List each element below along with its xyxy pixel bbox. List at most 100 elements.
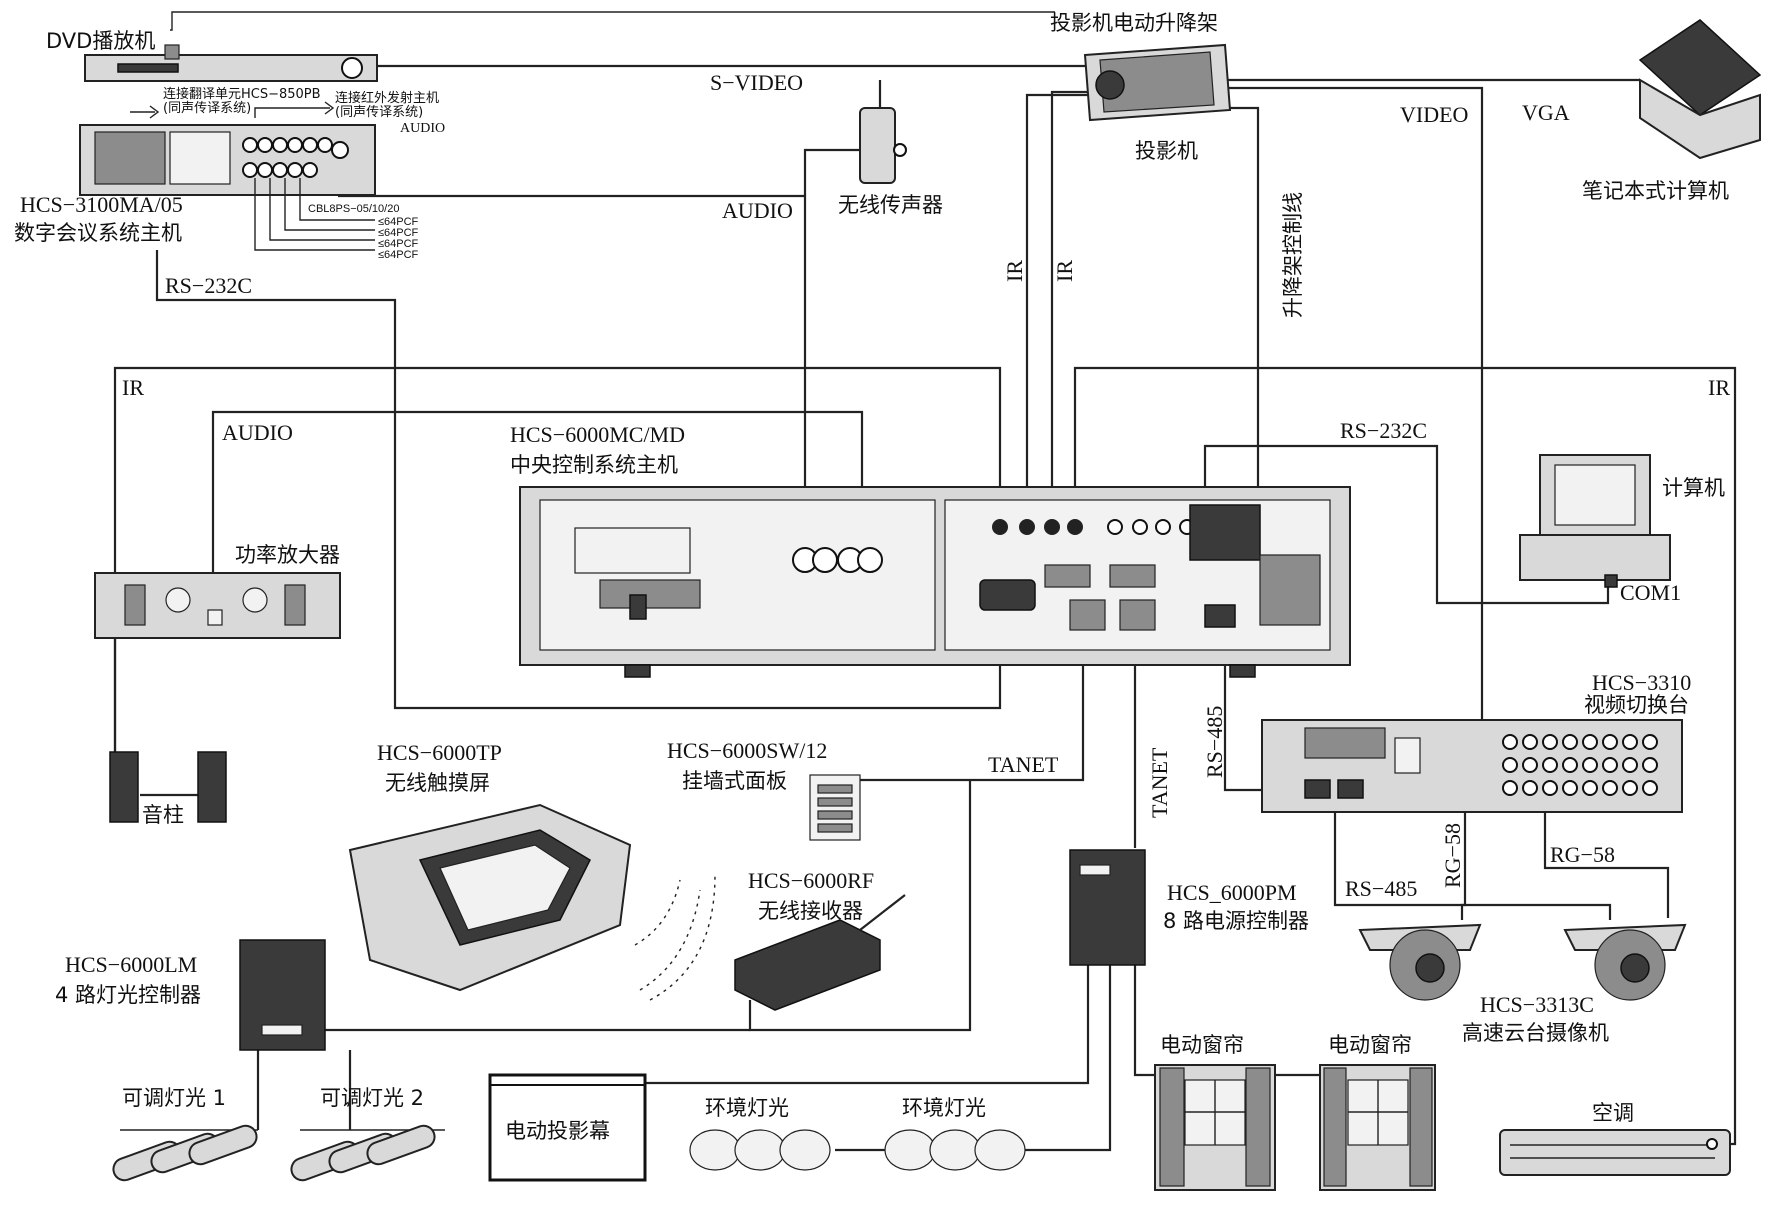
pcf-label-1: ≤64PCF [378,216,419,228]
ir-proj-label-2: IR [1052,260,1077,282]
camera-name-label: 高速云台摄像机 [1462,1021,1609,1045]
conn-translation-sub-label: (同声传译系统) [163,101,251,116]
conference-host-jacks [242,137,349,178]
dimmable-lights-1 [112,1124,258,1182]
tanet-sw-label: TANET [988,752,1059,777]
ccs-model-label: HCS−6000MC/MD [510,422,685,447]
air-conditioner [1499,1129,1731,1176]
com1-label: COM1 [1620,580,1681,605]
lift-ctrl-wire [1228,106,1260,520]
light2-label: 可调灯光 2 [320,1086,424,1110]
projector-label: 投影机 [1135,139,1198,163]
curtain-1 [1154,1064,1276,1191]
computer-rs232-label: RS−232C [1340,418,1427,443]
switcher-bnc-jacks [1502,734,1658,796]
env-light-label-2: 环境灯光 [902,1096,986,1120]
conf-rs232-wire [155,250,1002,710]
amp-label: 功率放大器 [235,543,340,567]
mic-audio-wire [338,194,807,528]
projection-screen-box [488,1073,647,1182]
camera-model-label: HCS−3313C [1480,992,1594,1017]
video-wire [1225,86,1484,730]
ir-right-label: IR [1708,375,1730,400]
tanet-pm-label: TANET [1147,747,1172,818]
pcf-label-2: ≤64PCF [378,227,419,239]
curtain-label-2: 电动窗帘 [1328,1033,1412,1057]
light-controller [239,939,326,1051]
computer-label: 计算机 [1662,476,1725,500]
speaker-left [109,751,139,823]
ambient-lights-1 [689,1129,831,1171]
env-light-label-1: 环境灯光 [705,1096,789,1120]
rs485-camera-label: RS−485 [1345,876,1417,901]
speaker-label: 音柱 [142,803,184,827]
pcf-label-4: ≤64PCF [378,249,419,261]
rg58-wire-1 [1460,740,1467,920]
laptop [1638,19,1762,160]
light1-label: 可调灯光 1 [122,1086,226,1110]
tp-model-label: HCS−6000TP [377,740,502,765]
lm-name-label: 4 路灯光控制器 [55,983,201,1007]
dimmable-lights-2 [290,1124,445,1182]
switcher-model-label: HCS−3310 [1592,670,1691,695]
mic-wire [803,148,885,196]
conf-rs232-label: RS−232C [165,273,252,298]
speaker-right [197,751,227,823]
wall-panel [809,774,861,841]
ambient-lights-2 [884,1129,1026,1171]
tanet-sw-wire [860,630,1085,782]
conn-ir-sub-label: (同声传译系统) [335,105,423,120]
ir-projector-wire-2 [1050,90,1130,525]
pm-screen-wire [645,965,1090,1085]
rf-receiver [634,874,906,1011]
svideo-label: S−VIDEO [710,70,803,95]
lift-ctrl-label: 升降架控制线 [1281,192,1305,318]
conf-name-label: 数字会议系统主机 [14,221,182,245]
power-icon [629,594,647,620]
conference-host [79,101,376,251]
pm-env-wire [975,965,1112,1152]
rs485-camera-wire [1333,790,1612,920]
computer-rs232-wire [1203,444,1610,605]
wireless-signal-icon [634,874,716,1001]
audio-amp-label: AUDIO [222,420,293,445]
arrow-icon [130,105,160,119]
amplifier [94,572,341,639]
pm-curtain-wire [1133,965,1162,1077]
cbl-wires [254,178,375,251]
audio-mic-label: AUDIO [722,198,793,223]
labels: DVD播放机 投影机电动升降架 投影机 笔记本式计算机 无线传声器 HCS−31… [14,11,1730,1143]
arrow-icon-2 [254,101,335,118]
pcf-label-3: ≤64PCF [378,238,419,250]
laptop-label: 笔记本式计算机 [1582,179,1729,203]
cbl-label: CBL8PS−05/10/20 [308,203,399,215]
amp-audio-wire [211,410,864,575]
audio-small-label: AUDIO [400,121,445,136]
rg58-label-2: RG−58 [1550,842,1615,867]
vga-label: VGA [1522,100,1570,125]
conn-ir-label: 连接红外发射主机 [335,90,439,106]
rf-receiver-body [734,919,881,1011]
ir-left-label: IR [122,375,144,400]
laptop-screen [1638,19,1762,116]
screen-label: 电动投影幕 [505,1119,610,1143]
lift-label: 投影机电动升降架 [1050,11,1218,35]
ir-projector-wire [1025,93,1100,525]
wireless-mic [859,80,907,184]
ptz-camera-2 [1563,923,1687,1001]
projector-lift [1083,43,1232,122]
curtain-label-1: 电动窗帘 [1160,1033,1244,1057]
curtain-2 [1319,1064,1436,1191]
ptz-camera-1 [1358,923,1482,1001]
rg58-label-1: RG−58 [1440,823,1465,888]
conf-model-label: HCS−3100MA/05 [20,192,183,217]
rf-name-label: 无线接收器 [758,899,863,923]
speaker-columns [109,751,227,823]
lm-model-label: HCS−6000LM [65,952,197,977]
rf-model-label: HCS−6000RF [748,868,874,893]
ir-proj-label-1: IR [1002,260,1027,282]
tp-name-label: 无线触摸屏 [385,771,490,795]
air-conditioner-body [1499,1129,1731,1176]
conn-translation-label: 连接翻译单元HCS−850PB [163,86,321,102]
